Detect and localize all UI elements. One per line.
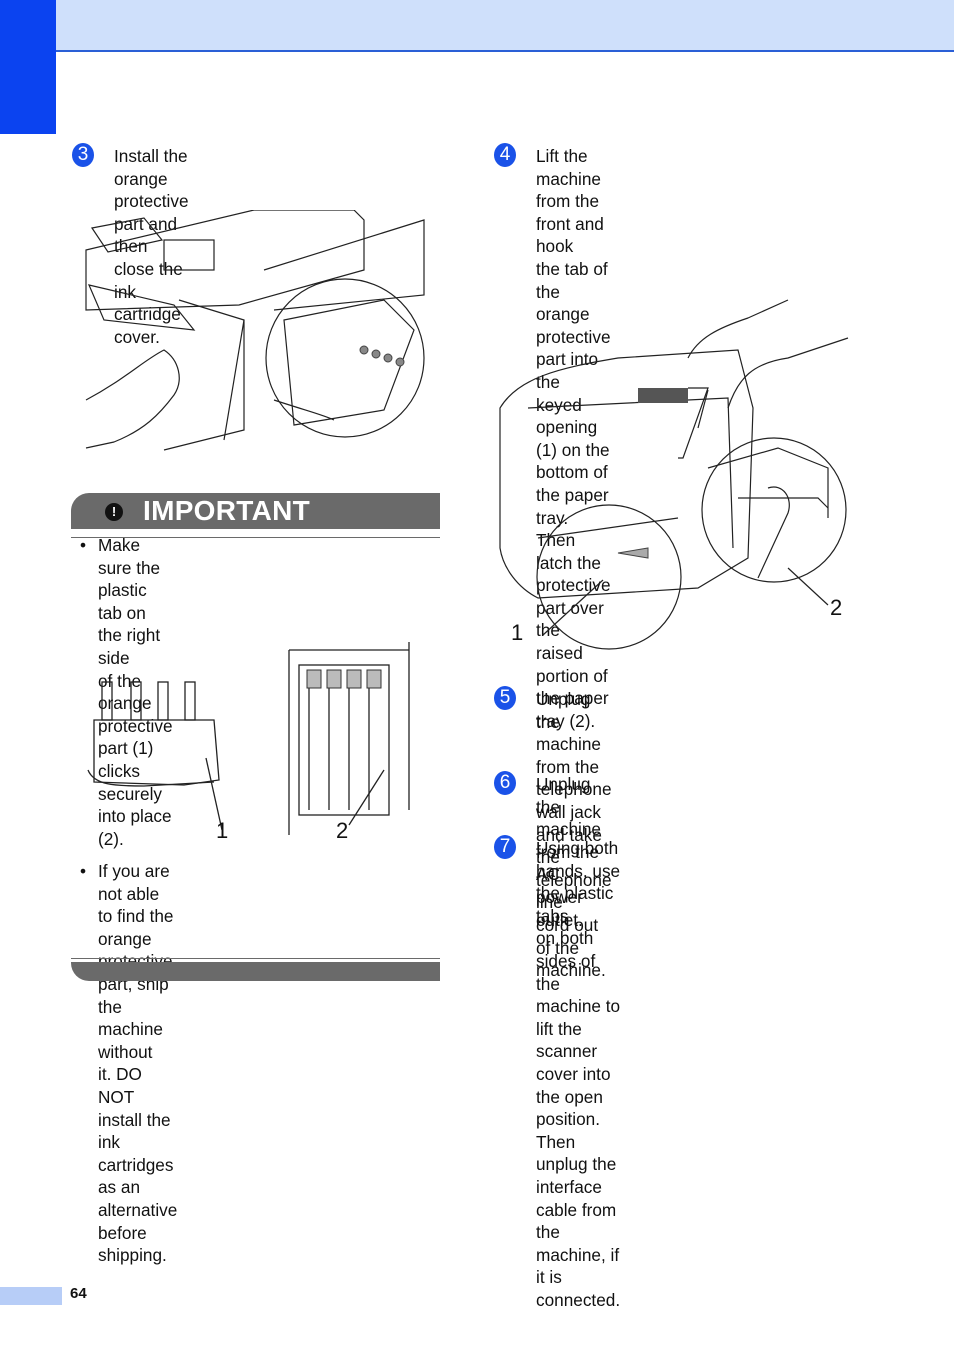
text-line: of the orange protective part (1) clicks — [98, 670, 173, 781]
text-line: wall jack and take the telephone line — [536, 801, 612, 913]
step-text: Using both hands, use the plastic tabs o… — [536, 837, 620, 1311]
text-line: cord out of the machine. — [536, 914, 606, 981]
text-line: machine, if it is connected. — [536, 1244, 621, 1310]
callout-1: 1 — [216, 818, 229, 843]
text-line: then close the ink cartridge cover. — [114, 236, 183, 347]
important-end-divider — [71, 958, 440, 959]
text-line: Install the orange protective part and — [114, 146, 189, 234]
page-number: 64 — [70, 1285, 87, 1302]
lift-machine-figure — [498, 298, 850, 650]
important-title: IMPORTANT — [143, 495, 311, 526]
install-protective-part-figure — [84, 210, 430, 460]
page-number-tab — [0, 1287, 62, 1305]
bullet-text: Make sure the plastic tab on the right s… — [98, 534, 173, 850]
text-line: scanner cover into the open position. — [536, 1041, 611, 1130]
protective-part-figure — [84, 640, 424, 840]
chapter-tab — [0, 0, 56, 134]
text-line: Unplug the machine from the telephone — [536, 689, 612, 800]
text-line: on both sides of the machine to lift the — [536, 928, 621, 1039]
step-number: 6 — [494, 771, 516, 795]
step-text: Lift the machine from the front and hook… — [536, 145, 611, 732]
header-band — [0, 0, 954, 52]
text-line: outlet. — [536, 909, 583, 930]
callout-2: 2 — [336, 818, 349, 843]
step-number: 7 — [494, 835, 516, 859]
text-line: Using both hands, use the plastic tabs — [536, 838, 621, 926]
step-number: 4 — [494, 143, 516, 167]
text-line: alternative before shipping. — [98, 1199, 178, 1266]
bullet-dot: • — [80, 861, 87, 881]
callout-2: 2 — [830, 595, 843, 620]
text-line: the tab of the orange protective part in… — [536, 258, 611, 370]
step-text: Unplug the machine from the telephone wa… — [536, 688, 612, 982]
text-line: Lift the machine from the front and hook — [536, 146, 604, 257]
text-line: Make sure the plastic tab on the right s… — [98, 535, 161, 668]
text-line: the keyed opening (1) on the bottom of — [536, 371, 610, 483]
important-divider — [71, 537, 440, 538]
bullet-text: If you are not able to find the orange p… — [98, 860, 177, 1267]
step-text: Unplug the machine from the AC power out… — [536, 773, 601, 931]
text-line: Then unplug the interface cable from the — [536, 1131, 617, 1243]
step-text: Install the orange protective part and t… — [114, 145, 189, 348]
callout-1: 1 — [511, 620, 524, 645]
important-footer — [71, 962, 440, 981]
step-number: 3 — [72, 143, 94, 167]
bullet-dot: • — [80, 535, 87, 555]
important-header: ! IMPORTANT — [71, 493, 440, 529]
text-line: the paper tray. Then latch the protectiv… — [536, 484, 611, 596]
text-line: tray (2). — [536, 710, 596, 731]
step-number: 5 — [494, 686, 516, 710]
text-line: If you are not able to find the orange — [98, 861, 174, 949]
text-line: it. DO NOT install the ink cartridges as… — [98, 1064, 174, 1198]
text-line: securely into place (2). — [98, 783, 172, 849]
text-line: Unplug the machine from the AC power — [536, 774, 601, 907]
warning-icon: ! — [105, 503, 123, 521]
